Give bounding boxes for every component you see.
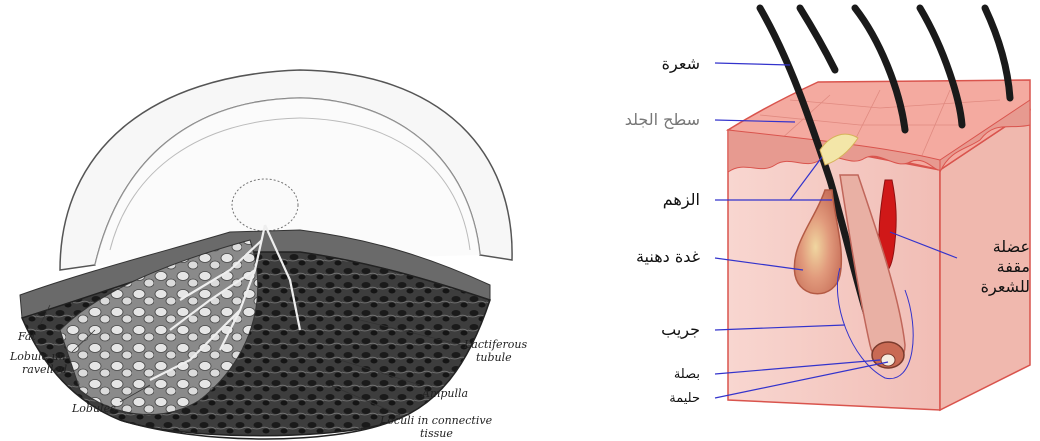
label-muscle-2: مقفة [997,257,1030,276]
label-sebum: الزهم [663,190,700,210]
label-lactiferous-2: tubule [476,351,512,364]
label-follicle: جريب [661,320,700,340]
breast-illustration: Fat Lobule un- ravelled Lobules Lactifer… [9,70,528,440]
label-muscle-3: للشعرة [981,277,1030,297]
label-fat: Fat [17,330,36,343]
label-sebaceous-gland: غدة دهنية [636,247,700,266]
label-muscle-1: عضلة [993,237,1030,256]
label-loculi-2: tissue [420,427,453,440]
nipple [232,179,298,231]
label-bulb: بصلة [674,367,700,382]
label-lobule-unravelled-1: Lobule un- [9,350,70,363]
skin-illustration: شعرة سطح الجلد الزهم غدة دهنية جريب بصلة… [625,8,1030,410]
label-lobule-unravelled-2: ravelled [22,363,67,376]
label-skin-surface: سطح الجلد [625,110,700,130]
label-lobules: Lobules [71,402,116,415]
label-ampulla: Ampulla [421,387,468,400]
label-hair: شعرة [662,54,700,74]
label-loculi-1: Loculi in connective [379,414,493,427]
label-lactiferous-1: Lactiferous [463,338,528,351]
label-papilla: حليمة [669,391,700,406]
dermal-papilla [881,354,895,366]
